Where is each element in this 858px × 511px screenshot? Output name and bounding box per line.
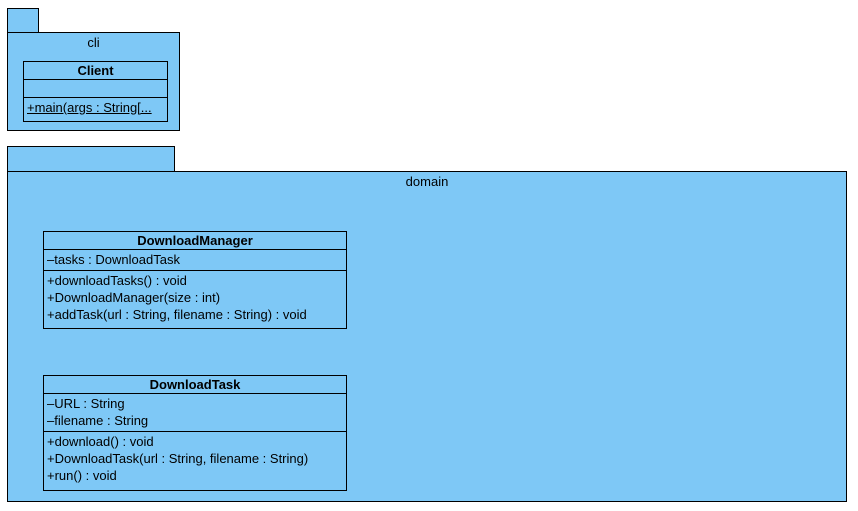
domain-package-name: domain: [405, 174, 449, 189]
download-manager-operation-download-tasks[interactable]: +downloadTasks() : void: [47, 273, 187, 288]
download-task-attribute-url[interactable]: –URL : String: [47, 396, 125, 411]
client-operation-main[interactable]: +main(args : String[...: [27, 100, 152, 115]
client-class-attributes: [24, 80, 167, 98]
download-task-class[interactable]: DownloadTask –URL : String –filename : S…: [43, 375, 347, 491]
cli-package-name: cli: [87, 35, 100, 50]
download-task-attribute-filename[interactable]: –filename : String: [47, 413, 149, 428]
download-task-operation-run[interactable]: +run() : void: [47, 468, 117, 483]
download-manager-class[interactable]: DownloadManager –tasks : DownloadTask +d…: [43, 231, 347, 329]
download-task-operations: +download() : void +DownloadTask(url : S…: [44, 432, 346, 486]
download-task-class-name: DownloadTask: [44, 376, 346, 394]
download-manager-operations: +downloadTasks() : void +DownloadManager…: [44, 271, 346, 325]
download-task-operation-constructor[interactable]: +DownloadTask(url : String, filename : S…: [47, 451, 309, 466]
domain-package-tab[interactable]: [7, 146, 175, 172]
download-manager-operation-constructor[interactable]: +DownloadManager(size : int): [47, 290, 221, 305]
download-task-operation-download[interactable]: +download() : void: [47, 434, 154, 449]
download-manager-attribute-tasks[interactable]: –tasks : DownloadTask: [47, 252, 180, 267]
client-class[interactable]: Client +main(args : String[...: [23, 61, 168, 122]
client-class-name: Client: [24, 62, 167, 80]
download-manager-operation-add-task[interactable]: +addTask(url : String, filename : String…: [47, 307, 307, 322]
cli-package-tab[interactable]: [7, 8, 39, 33]
download-task-attributes: –URL : String –filename : String: [44, 394, 346, 432]
client-class-operations: +main(args : String[...: [24, 98, 167, 116]
download-manager-attributes: –tasks : DownloadTask: [44, 250, 346, 271]
download-manager-class-name: DownloadManager: [44, 232, 346, 250]
